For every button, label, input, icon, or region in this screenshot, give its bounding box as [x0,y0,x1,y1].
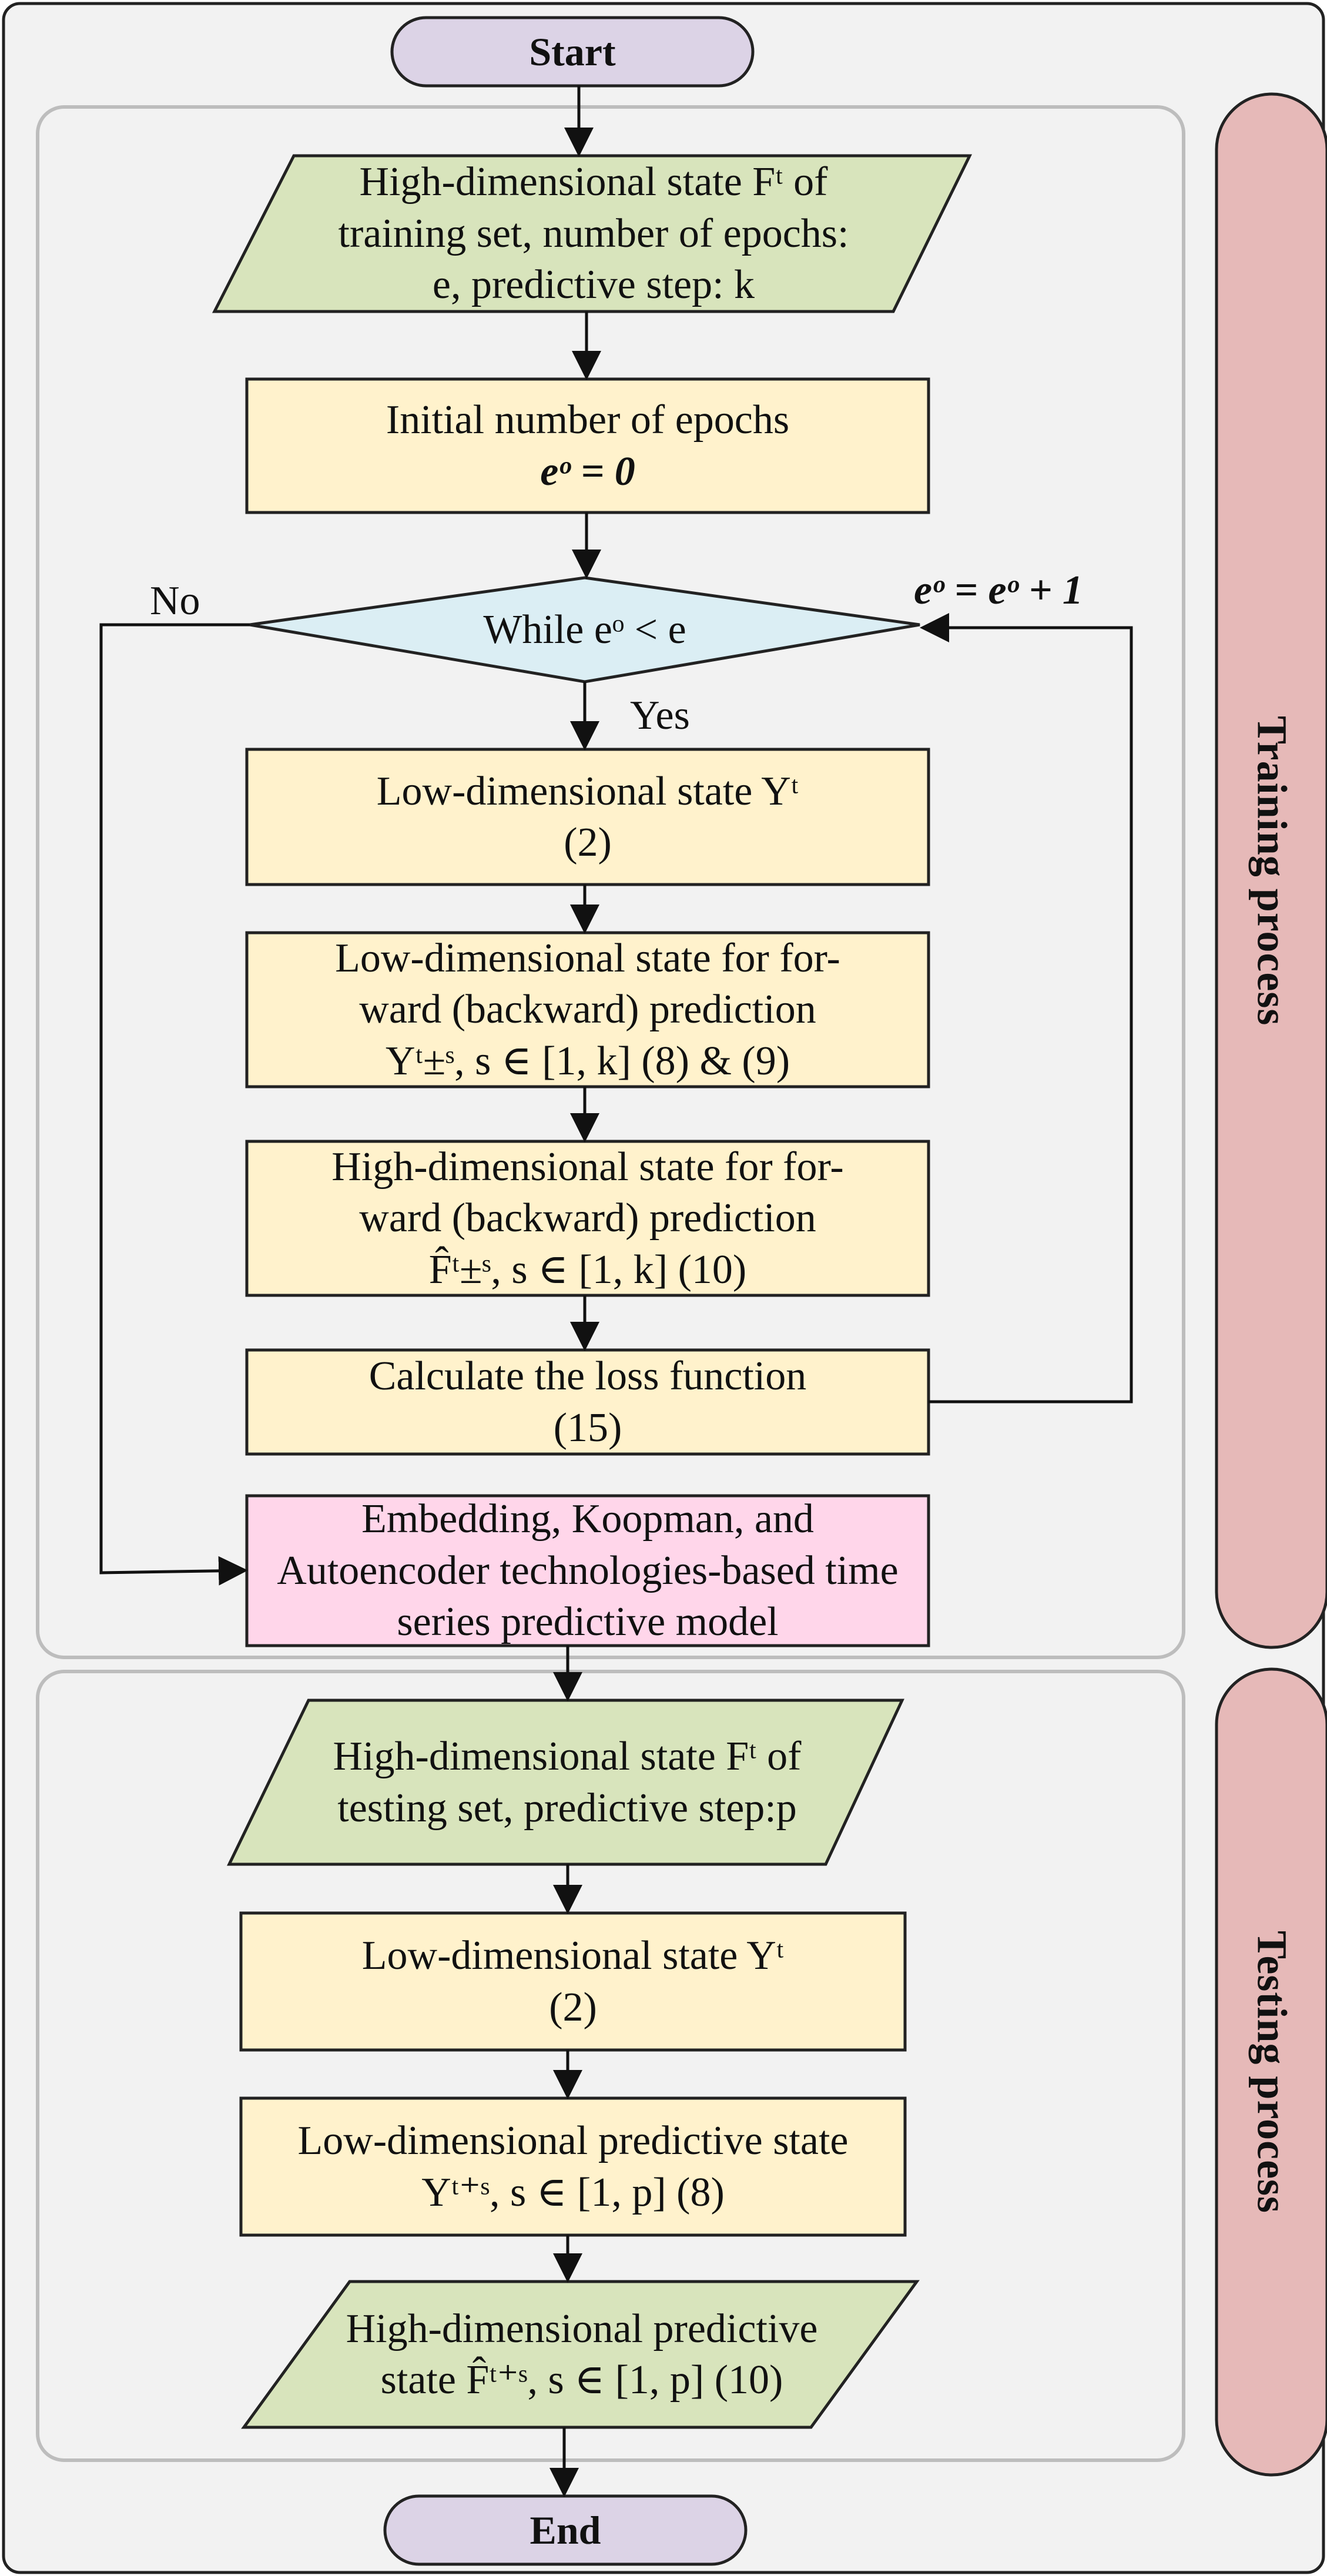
low-dim-line-1: Low-dimensional state Yᵗ [376,768,799,814]
model-shape [245,1494,930,1647]
decision-no-label: No [150,578,200,624]
testing-input-shape [227,1699,904,1866]
training-input-text: High-dimensional state Fᵗ of training se… [247,156,940,311]
high-dim-pred-shape [245,1140,930,1297]
test-low-dim-pred-text: Low-dimensional predictive state Yᵗ⁺ˢ, s… [241,2098,905,2235]
decision-label: While eᵒ < e [483,607,686,652]
end-label: End [530,2507,601,2552]
testing-output-line-1: High-dimensional predictive [346,2306,818,2351]
model-text: Embedding, Koopman, and Autoencoder tech… [247,1496,929,1646]
training-side-label [1215,92,1327,1649]
init-epochs-shape [245,377,930,514]
loss-line-1: Calculate the loss function [368,1354,807,1399]
loss-text: Calculate the loss function (15) [247,1350,929,1454]
high-dim-pred-text: High-dimensional state for for- ward (ba… [247,1141,929,1295]
test-low-dim-pred-shape [239,2096,907,2237]
arrow-loss-loop [920,613,1133,1403]
model-line-2: Autoencoder technologies-based time [277,1547,899,1593]
low-dim-pred-shape [245,931,930,1088]
testing-output-shape [241,2280,920,2429]
test-low-dim-shape [239,1911,907,2052]
init-line-2: eᵒ = 0 [540,448,635,494]
low-dim-pred-line-3: Yᵗ±ˢ, s ∈ [1, k] (8) & (9) [385,1038,790,1084]
testing-input-text: High-dimensional state Fᵗ of testing set… [253,1700,882,1864]
testing-input-line-1: High-dimensional state Fᵗ of [333,1734,802,1779]
testing-output-line-2: state F̂ᵗ⁺ˢ, s ∈ [1, p] (10) [380,2357,783,2403]
training-input-line-3: e, predictive step: k [432,262,755,308]
low-dim-text: Low-dimensional state Yᵗ (2) [247,749,929,885]
low-dim-pred-text: Low-dimensional state for for- ward (bac… [247,933,929,1087]
high-dim-pred-line-2: ward (backward) prediction [359,1195,816,1241]
test-low-dim-pred-line-2: Yᵗ⁺ˢ, s ∈ [1, p] (8) [421,2169,725,2215]
testing-output-text: High-dimensional predictive state F̂ᵗ⁺ˢ,… [270,2282,893,2427]
testing-side-label [1215,1667,1327,2477]
training-input-line-2: training set, number of epochs: [338,210,849,256]
testing-input-line-2: testing set, predictive step:p [337,1785,797,1831]
testing-process-label: Testing process [1248,1930,1296,2214]
testing-panel [36,1670,1185,2462]
init-epochs-text: Initial number of epochs eᵒ = 0 [247,379,929,512]
decision-yes-label: Yes [630,693,690,738]
low-dim-shape [245,748,930,886]
test-low-dim-pred-line-1: Low-dimensional predictive state [297,2118,849,2163]
low-dim-pred-line-1: Low-dimensional state for for- [335,935,840,981]
test-low-dim-line-1: Low-dimensional state Yᵗ [361,1933,785,1978]
low-dim-pred-line-2: ward (backward) prediction [359,987,816,1033]
test-low-dim-text: Low-dimensional state Yᵗ (2) [241,1913,905,2050]
decision-text: While eᵒ < e [329,578,840,682]
test-low-dim-line-2: (2) [549,1984,597,2030]
training-input-line-1: High-dimensional state Fᵗ of [359,159,828,205]
high-dim-pred-line-1: High-dimensional state for for- [331,1144,844,1190]
loss-line-2: (15) [553,1405,622,1451]
training-process-label: Training process [1248,715,1296,1026]
arrow-no [99,623,250,1586]
high-dim-pred-line-3: F̂ᵗ±ˢ, s ∈ [1, k] (10) [428,1247,747,1292]
low-dim-line-2: (2) [564,820,612,865]
start-label: Start [529,29,616,74]
increment-label: eᵒ = eᵒ + 1 [914,568,1083,613]
start-terminal [390,16,755,88]
init-line-1: Initial number of epochs [386,397,790,443]
model-line-3: series predictive model [397,1599,779,1645]
model-line-1: Embedding, Koopman, and [361,1496,814,1542]
training-input-shape [212,154,973,313]
